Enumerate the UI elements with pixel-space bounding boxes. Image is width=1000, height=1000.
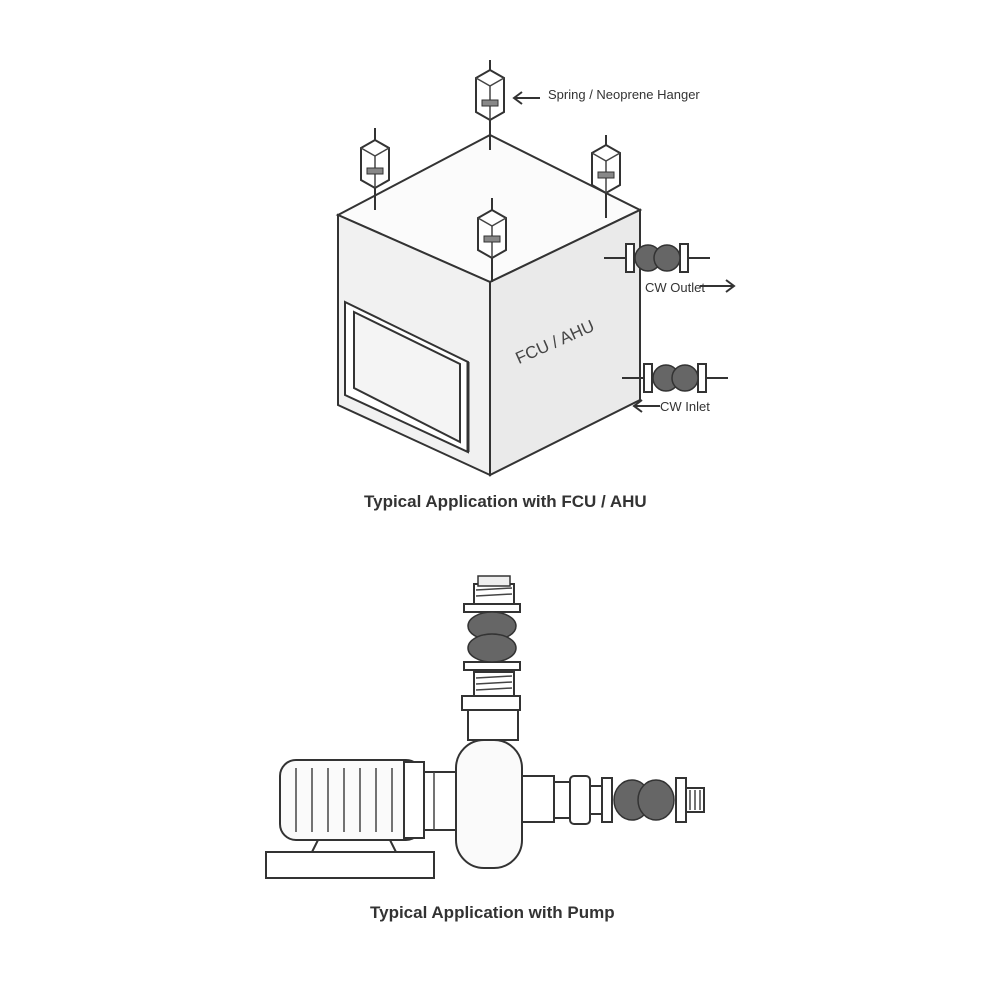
cw-outlet-connector [604, 243, 710, 273]
pump-casing [455, 739, 555, 869]
cw-inlet-label: CW Inlet [660, 399, 710, 414]
fcu-caption: Typical Application with FCU / AHU [364, 492, 647, 511]
hanger-front [477, 198, 507, 282]
pump-assembly [265, 575, 705, 879]
pump-horizontal-connector [601, 777, 705, 823]
pump-horizontal-pipe [553, 775, 603, 825]
pump-vertical-connector [463, 575, 521, 671]
pump-motor [279, 759, 457, 841]
hanger-label-arrow [512, 91, 540, 105]
hanger-top [475, 60, 505, 150]
hanger-right [591, 135, 621, 218]
access-panel [344, 300, 470, 454]
fcu-ahu-unit [335, 133, 643, 477]
cw-outlet-label: CW Outlet [645, 280, 705, 295]
pump-caption: Typical Application with Pump [370, 903, 615, 922]
pump-vertical-pipe [461, 671, 521, 741]
cw-outlet-arrow [700, 279, 736, 293]
cw-inlet-connector [622, 363, 728, 393]
hanger-left [360, 128, 390, 210]
cw-inlet-arrow [632, 399, 660, 413]
hanger-label: Spring / Neoprene Hanger [548, 87, 700, 102]
unit-side-face [489, 208, 641, 477]
